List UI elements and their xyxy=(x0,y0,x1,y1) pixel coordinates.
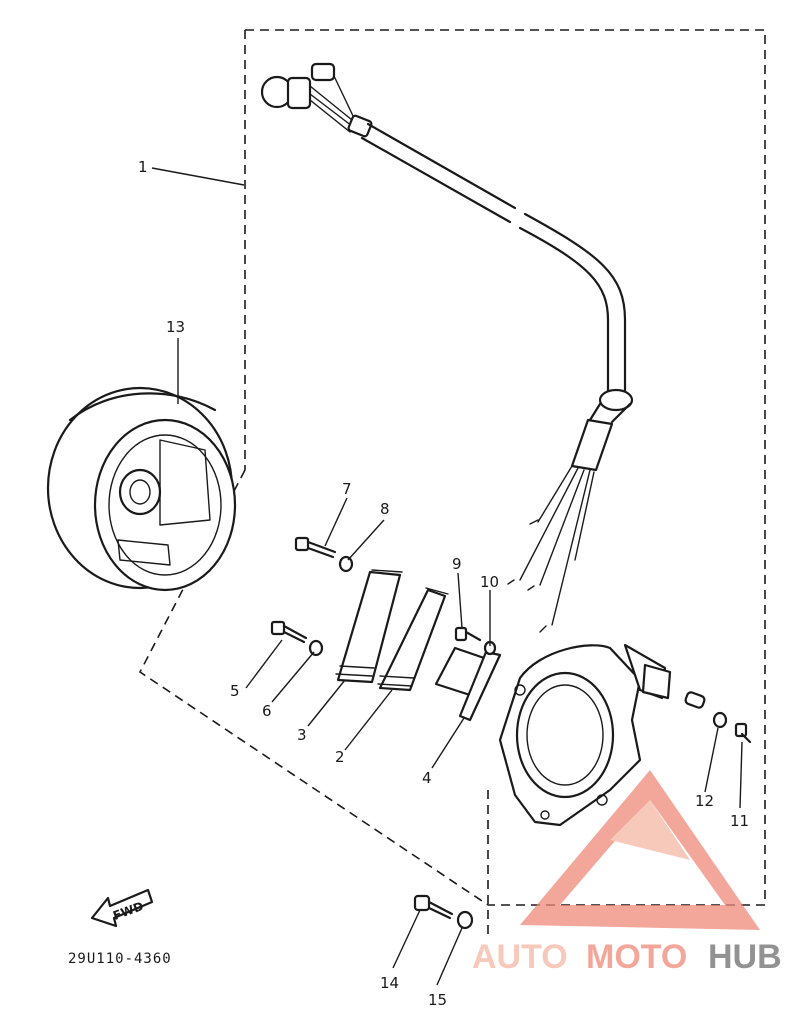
washer-15 xyxy=(456,910,474,930)
callout-13: 13 xyxy=(166,318,185,336)
callout-6: 6 xyxy=(262,702,272,720)
callout-15: 15 xyxy=(428,991,447,1009)
watermark-text-auto: AUTO xyxy=(472,938,568,976)
callout-14: 14 xyxy=(380,974,399,992)
screw-14 xyxy=(413,894,454,920)
connector-assembly xyxy=(641,663,752,744)
callout-10: 10 xyxy=(480,573,499,591)
forward-direction-arrow: FWD xyxy=(90,888,154,928)
screw-9 xyxy=(454,626,482,642)
callout-12: 12 xyxy=(695,792,714,810)
watermark-logo: AUTO MOTO HUB xyxy=(472,770,782,976)
charging-coil-2 xyxy=(377,587,449,692)
callout-2: 2 xyxy=(335,748,345,766)
source-coil-3 xyxy=(335,569,403,684)
callout-3: 3 xyxy=(297,726,307,744)
callout-4: 4 xyxy=(422,769,432,787)
lead-wire-harness xyxy=(260,62,634,633)
callout-5: 5 xyxy=(230,682,240,700)
pulser-coil-4 xyxy=(434,646,502,722)
watermark-text-moto: MOTO xyxy=(586,938,687,976)
diagram-code: 29U110-4360 xyxy=(68,951,172,967)
callout-7: 7 xyxy=(342,480,352,498)
callout-8: 8 xyxy=(380,500,390,518)
callout-leader-lines xyxy=(151,167,743,986)
bolt-7 xyxy=(294,536,337,559)
washer-8 xyxy=(338,555,354,573)
bolt-5 xyxy=(270,620,308,644)
callout-1: 1 xyxy=(138,158,148,176)
callout-9: 9 xyxy=(452,555,462,573)
washer-6 xyxy=(308,639,324,657)
flywheel-rotor xyxy=(46,386,237,592)
watermark-text-hub: HUB xyxy=(708,938,782,976)
callout-11: 11 xyxy=(730,812,749,830)
